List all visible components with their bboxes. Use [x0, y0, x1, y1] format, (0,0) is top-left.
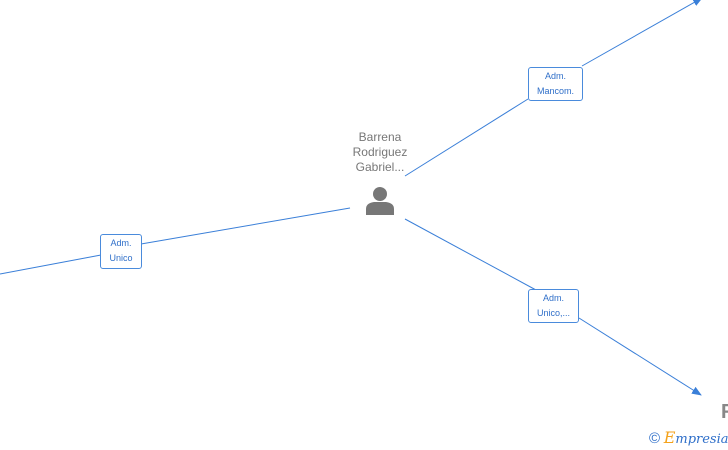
role-box-adm-unico-left[interactable]: Adm. Unico [100, 234, 142, 269]
empresia-watermark: © Empresia [649, 428, 728, 448]
edge-unico-left-to-left [0, 254, 102, 275]
edge-person-to-mancom [404, 98, 529, 177]
role-box-adm-unico-right[interactable]: Adm. Unico,... [528, 289, 579, 323]
person-name-line-1: Barrena [358, 130, 402, 144]
role-label-line-1: Adm. [542, 293, 564, 303]
role-label-line-2: Unico,... [536, 308, 570, 318]
edge-person-to-unico-right [404, 218, 537, 291]
role-label-line-2: Mancom. [536, 86, 574, 96]
person-name-line-2: Rodriguez [352, 145, 408, 159]
role-label-line-1: Adm. [544, 71, 566, 81]
role-label-line-1: Adm. [110, 238, 132, 248]
person-name[interactable]: Barrena Rodriguez Gabriel... [330, 130, 430, 175]
edge-unico-right-to-node [578, 317, 702, 396]
brand-logo-text: mpresia [675, 432, 728, 447]
copyright-icon: © [649, 430, 661, 447]
role-label-line-2: Unico [109, 253, 133, 263]
person-name-line-3: Gabriel... [355, 160, 405, 174]
person-icon[interactable] [364, 185, 396, 215]
role-box-adm-mancom[interactable]: Adm. Mancom. [528, 67, 583, 101]
offscreen-node-label[interactable]: F [721, 401, 728, 423]
edge-person-to-unico-left [140, 207, 351, 245]
brand-logo-initial: E [663, 428, 676, 447]
edge-mancom-to-top-right [581, 0, 703, 67]
